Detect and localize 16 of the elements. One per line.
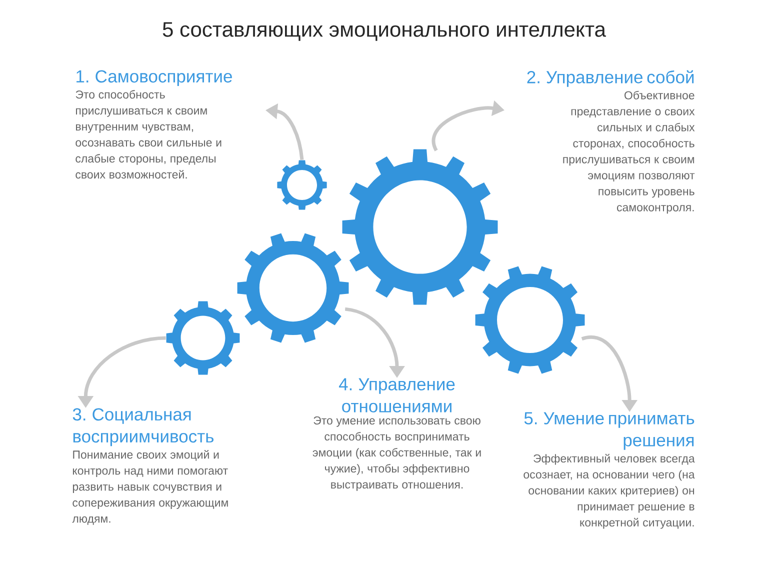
- body-text: Эффективный человек всегда осознает, на основании чего (на основании каких критериев) он принимает решение в конкретной ситуации.: [524, 454, 695, 529]
- body-text: Объективное представление о своих сильных и слабых сторонах, способность прислушиваться к своим эмоциям позволяют повысить уровень самоконтроля.: [563, 90, 695, 214]
- heading: 4. Управление отношениями: [338, 378, 455, 412]
- body-text: Понимание своих эмоций и контроль над ними помогают развить навык сочувствия и сопереживания окружающим людям.: [72, 450, 228, 525]
- heading: 3. Социальная восприимчивость: [72, 408, 214, 446]
- gear-icon: [342, 149, 498, 305]
- body-text: Это способность прислушиваться к своим внутренним чувствам, осознавать свои сильные и слабые стороны, пределы своих возможностей.: [76, 90, 222, 179]
- gear-icon: [277, 160, 327, 210]
- gear-icon: [166, 301, 240, 375]
- body-text: Это умение использовать свою способность воспринимать эмоции (как собственные, так и чужие), чтобы эффективно выстраивать отношения.: [312, 416, 481, 491]
- gear-icon: [237, 233, 349, 343]
- title: 5 составляющих эмоционального интеллекта: [162, 22, 606, 41]
- heading: 2. Управление собой: [527, 70, 694, 87]
- gear-icon: [475, 266, 585, 374]
- heading: 1. Самовосприятие: [76, 70, 232, 86]
- heading: 5. Умение принимать решения: [524, 412, 694, 450]
